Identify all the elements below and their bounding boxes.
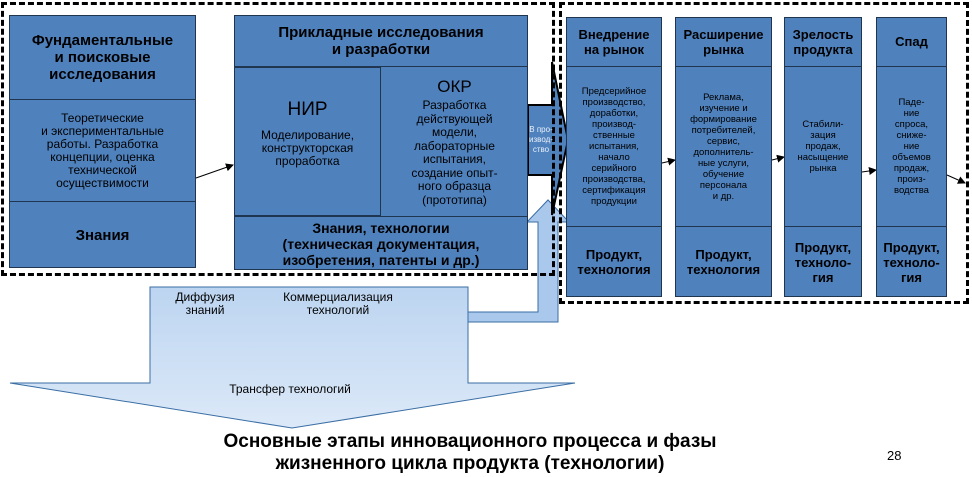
phase-market-entry-box	[566, 17, 662, 297]
phase-market-entry-body: Предсерийное производство, доработки, пр…	[566, 67, 662, 227]
technology-commercialization-label: Коммерциализация технологий	[283, 290, 393, 317]
nir-box	[234, 67, 381, 216]
nir-title: НИР	[287, 99, 328, 120]
phase-decline-box	[876, 17, 947, 297]
phase-decline-title: Спад	[876, 17, 947, 67]
phase-decline-body: Паде- ние спроса, сниже- ние объемов про…	[876, 67, 947, 227]
fundamental-research-box	[9, 15, 196, 268]
page-number: 28	[887, 448, 902, 463]
knowledge-diffusion-label: Диффузия знаний	[175, 290, 235, 317]
okr-body: Разработка действующей модели, лаборатор…	[411, 98, 498, 207]
arrow-fundamental-to-applied	[195, 163, 234, 179]
fundamental-body: Теоретические и экспериментальные работы…	[9, 100, 196, 202]
phase-market-expansion-body: Реклама, изучение и формирование потреби…	[675, 67, 772, 227]
to-production-label: В про- извод- ство	[529, 125, 553, 154]
phase-maturity-result: Продукт, техноло- гия	[794, 239, 852, 285]
arrow-phase4-out	[946, 174, 966, 184]
production-up-arrow	[467, 199, 571, 323]
phase-maturity-title: Зрелость продукта	[784, 17, 862, 67]
arrow-phase3-to-phase4	[861, 167, 877, 175]
research-group-border	[1, 2, 555, 276]
phase-market-entry-result: Продукт, технология	[577, 247, 651, 277]
phase-market-expansion-title: Расширение рынка	[675, 17, 772, 67]
arrow-phase1-to-phase2	[661, 157, 676, 166]
applied-title: Прикладные исследования и разработки	[234, 15, 528, 67]
phase-maturity-body: Стабили- зация продаж, насыщение рынка	[784, 67, 862, 227]
phase-market-expansion-box	[675, 17, 772, 297]
slide-title: Основные этапы инновационного процесса и…	[223, 431, 717, 474]
phase-decline-result: Продукт, техноло- гия	[883, 239, 940, 285]
technology-transfer-label: Трансфер технологий	[229, 382, 351, 396]
arrow-phase2-to-phase3	[771, 154, 785, 163]
applied-result: Знания, технологии (техническая документ…	[234, 216, 528, 270]
phase-market-expansion-result: Продукт, технология	[686, 247, 761, 277]
fundamental-title: Фундаментальные и поисковые исследования	[9, 15, 196, 100]
nir-body: Моделирование, конструкторская проработк…	[260, 127, 355, 168]
fundamental-result: Знания	[75, 226, 130, 244]
phase-maturity-box	[784, 17, 862, 297]
market-group-border	[559, 2, 969, 304]
okr-title: ОКР	[437, 77, 472, 96]
phase-market-entry-title: Внедрение на рынок	[566, 17, 662, 67]
